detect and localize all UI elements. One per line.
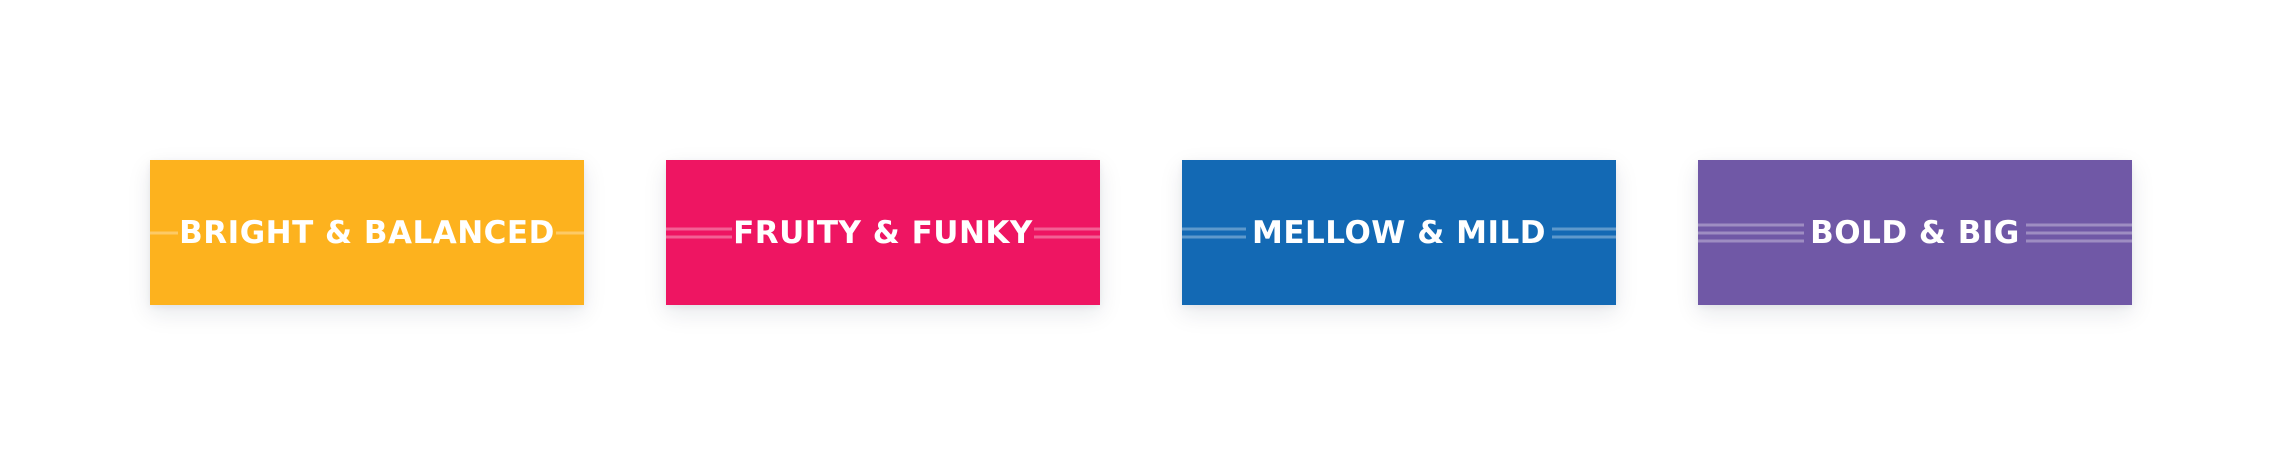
badge-label: FRUITY & FUNKY bbox=[733, 214, 1033, 251]
left-stripes bbox=[1698, 223, 1804, 242]
badge-bold-big[interactable]: BOLD & BIG bbox=[1698, 160, 2132, 305]
badge-mellow-mild[interactable]: MELLOW & MILD bbox=[1182, 160, 1616, 305]
badge-bright-balanced[interactable]: BRIGHT & BALANCED bbox=[150, 160, 584, 305]
right-stripes bbox=[556, 231, 584, 234]
right-stripes bbox=[2026, 223, 2132, 242]
left-stripes bbox=[1182, 227, 1246, 238]
left-stripes bbox=[150, 231, 178, 234]
badge-label: BOLD & BIG bbox=[1810, 214, 2020, 251]
right-stripes bbox=[1552, 227, 1616, 238]
badge-label: BRIGHT & BALANCED bbox=[179, 214, 555, 251]
badge-label: MELLOW & MILD bbox=[1252, 214, 1546, 251]
left-stripes bbox=[666, 227, 732, 238]
right-stripes bbox=[1034, 227, 1100, 238]
badge-fruity-funky[interactable]: FRUITY & FUNKY bbox=[666, 160, 1100, 305]
